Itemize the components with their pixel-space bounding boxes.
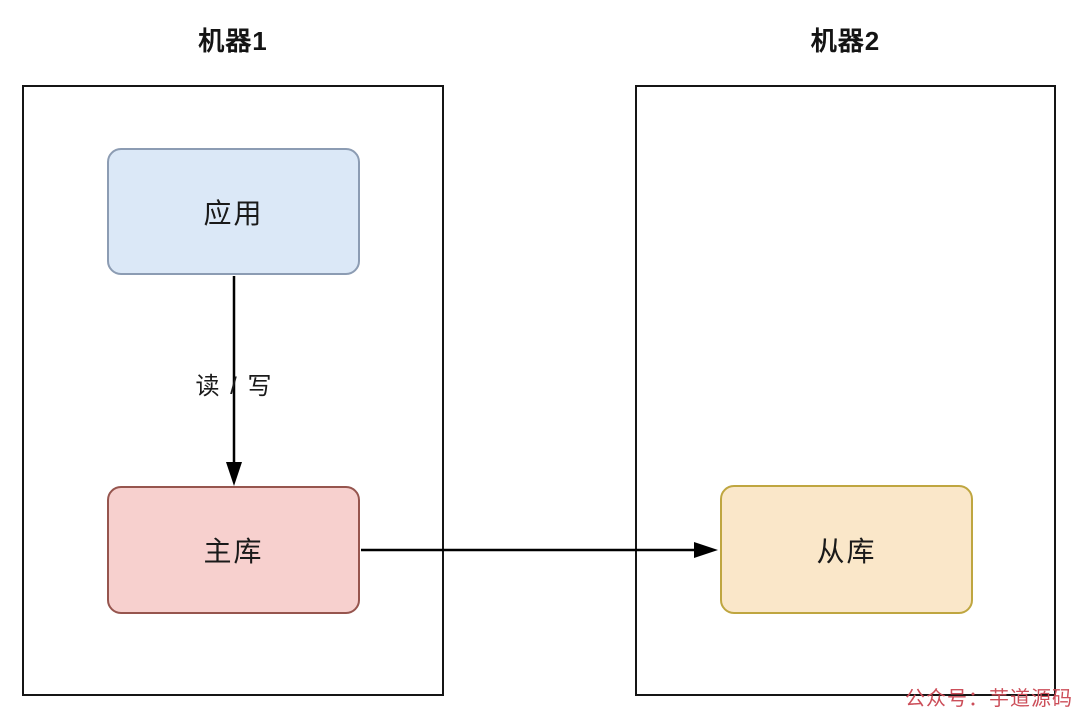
node-slave-db-label: 从库 [816,535,877,567]
edge-label-read-write: 读 / 写 [195,373,274,400]
machine2-title: 机器2 [810,26,881,56]
node-app: 应用 [107,148,360,275]
node-slave-db: 从库 [720,485,973,614]
node-master-db-label: 主库 [203,536,264,567]
node-master-db: 主库 [107,486,360,614]
watermark-text: 公众号：芋道源码 [905,688,1073,710]
node-app-label: 应用 [203,197,264,229]
machine1-title: 机器1 [198,26,268,56]
